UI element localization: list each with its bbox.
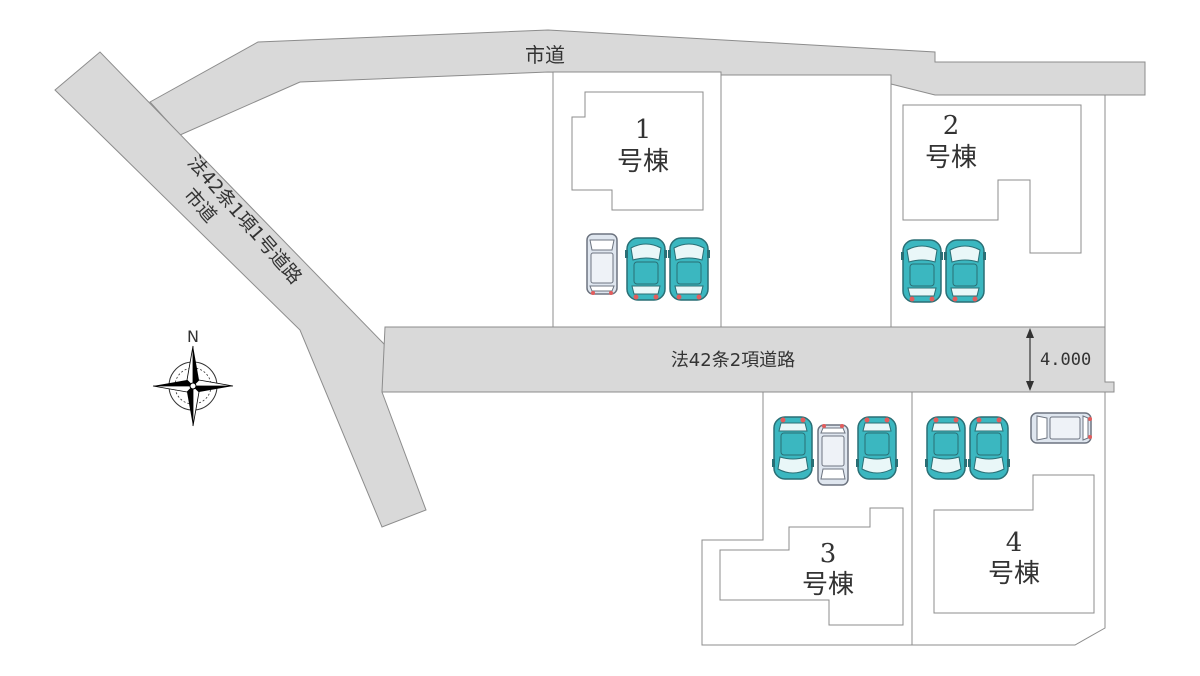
lot-empty-boundary — [720, 74, 892, 328]
parked-car-icon — [943, 239, 987, 303]
house-2-footprint — [902, 104, 1082, 254]
parked-car-icon — [667, 237, 711, 301]
house-2-suffix: 号棟 — [925, 143, 977, 173]
house-4-number: 4 — [1006, 528, 1023, 558]
middle-road-label: 法42条2項道路 — [671, 350, 795, 371]
road-width-label: 4.000 — [1040, 350, 1091, 370]
house-3-suffix: 号棟 — [802, 570, 854, 600]
parked-car-icon — [855, 416, 899, 480]
house-3-number: 3 — [820, 539, 837, 569]
diagonal-road — [54, 51, 427, 528]
compass-north-label: N — [187, 327, 199, 346]
house-4-suffix: 号棟 — [988, 559, 1040, 589]
parked-car-icon — [900, 239, 944, 303]
top-road — [149, 29, 1146, 136]
parked-car-icon — [924, 416, 968, 480]
house-3-footprint — [719, 507, 904, 626]
house-1-number: 1 — [635, 115, 652, 145]
parked-car-icon — [771, 416, 815, 480]
parked-car-icon — [1030, 412, 1093, 444]
compass-rose-icon: N — [152, 327, 234, 427]
house-1-footprint — [571, 91, 704, 211]
parked-car-icon — [967, 416, 1011, 480]
road-width-dimension: 4.000 — [1026, 328, 1091, 391]
house-4-footprint — [933, 474, 1095, 614]
parked-car-icon — [624, 237, 668, 301]
parked-car-icon — [586, 233, 618, 296]
top-road-label: 市道 — [525, 43, 565, 67]
parked-car-icon — [817, 423, 849, 486]
house-2-number: 2 — [943, 111, 960, 141]
house-1-suffix: 号棟 — [617, 147, 669, 177]
